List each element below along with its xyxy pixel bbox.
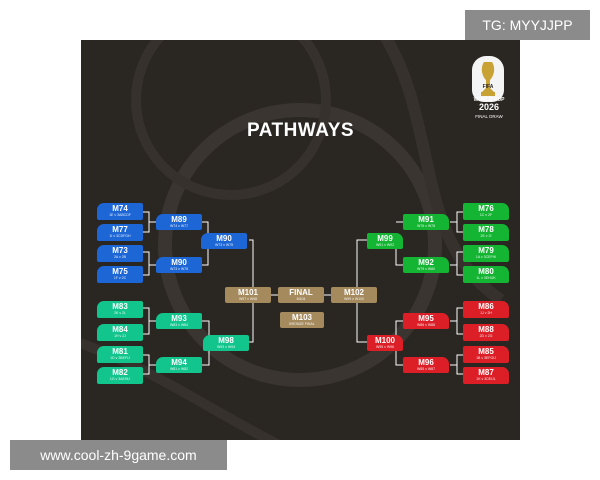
pathways-poster: FIFA WORLD CUP 2026 FINAL DRAW PATHWAYS [81,40,520,440]
background-pitch-lines [81,40,520,440]
final-draw-label: FINAL DRAW [475,114,503,119]
world-cup-label: WORLD CUP [473,97,505,103]
fifa-label: FIFA [482,84,494,90]
watermark-website: www.cool-zh-9game.com [10,440,227,470]
poster-title: PATHWAYS [246,120,355,141]
bracket-connector-lines [143,211,463,375]
watermark-telegram: TG: MYYJJPP [465,10,590,40]
year-label: 2026 [478,102,500,112]
world-cup-trophy-icon [472,56,504,102]
